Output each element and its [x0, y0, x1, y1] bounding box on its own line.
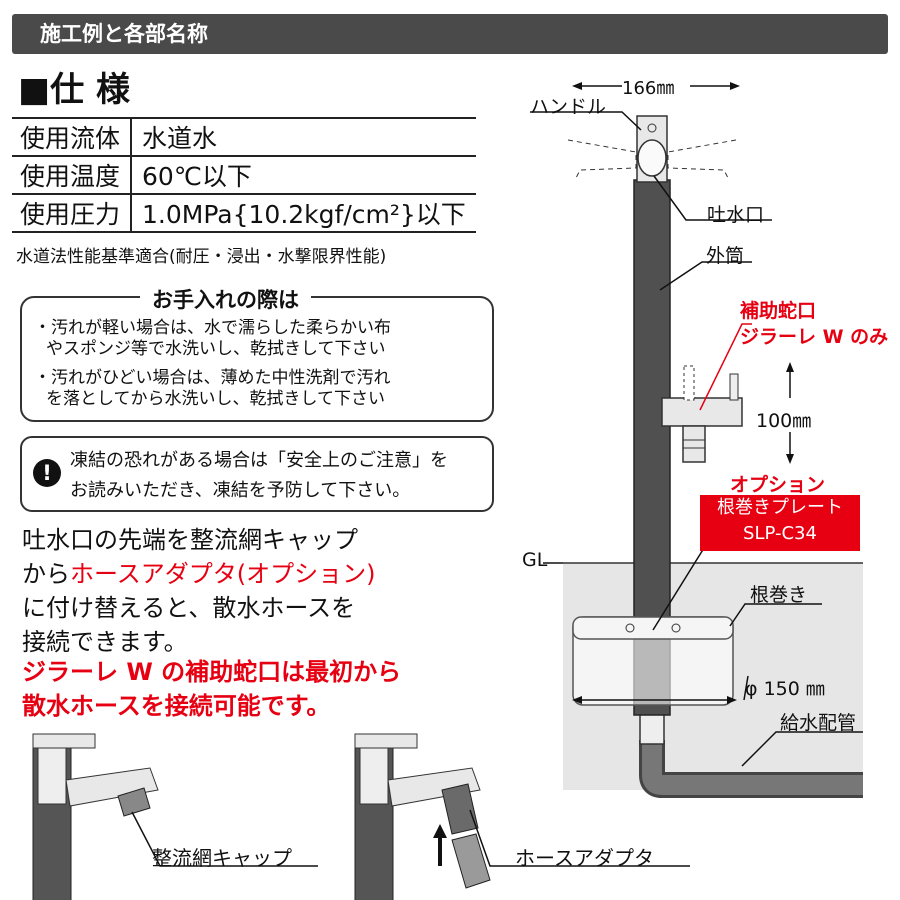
- faucet-body: [37, 747, 67, 805]
- arrow-icon: [786, 362, 794, 372]
- aux-handle: [729, 373, 739, 401]
- care-line: を落としてから水洗いし、乾拭きして下さい: [46, 389, 385, 409]
- leader-line: [530, 111, 642, 131]
- warning-icon: !: [33, 459, 61, 487]
- leader-line: [469, 809, 690, 867]
- arrow-icon: [727, 696, 737, 704]
- plate-code: SLP-C34: [743, 523, 817, 544]
- cap-icon: [117, 787, 151, 817]
- arrow-icon: [730, 82, 740, 90]
- care-line: やスポンジ等で水洗いし、乾拭きして下さい: [46, 339, 386, 359]
- handle-swing-right: [667, 139, 737, 179]
- care-item: ・汚れがひどい場合は、薄めた中性洗剤で汚れ を落としてから水洗いし、乾拭きして下…: [34, 368, 391, 410]
- spec-table: 使用流体 水道水 使用温度 60℃以下 使用圧力 1.0MPa{10.2kgf/…: [12, 117, 476, 233]
- leader-line-red: [699, 323, 752, 411]
- spec-value: 60℃以下: [130, 155, 476, 195]
- aux-spout: [682, 425, 706, 463]
- leader-line: [659, 261, 752, 291]
- description-text: から: [22, 560, 70, 588]
- description-line: 吐水口の先端を整流網キャップ: [22, 526, 358, 554]
- cap-callout: 整流網キャップ: [152, 846, 292, 870]
- warning-text: 凍結の恐れがある場合は「安全上のご注意」を お読みいただき、凍結を予防して下さい…: [70, 446, 448, 506]
- dim-side-label: 100㎜: [756, 410, 812, 432]
- care-line: ・汚れが軽い場合は、水で濡らした柔らかい布: [34, 318, 391, 338]
- adapter-callout: ホースアダプタ: [515, 846, 654, 870]
- note-line: 散水ホースを接続可能です。: [22, 692, 331, 720]
- header-bar: [12, 14, 888, 54]
- spec-row: 使用圧力 1.0MPa{10.2kgf/cm²}以下: [12, 193, 476, 233]
- spec-label: 使用流体: [12, 117, 133, 157]
- spec-value: 1.0MPa{10.2kgf/cm²}以下: [130, 193, 476, 233]
- option-label: オプション: [730, 474, 826, 496]
- spec-row: 使用温度 60℃以下: [12, 155, 476, 195]
- care-item: ・汚れが軽い場合は、水で濡らした柔らかい布 やスポンジ等で水洗いし、乾拭きして下…: [34, 318, 391, 360]
- faucet-spout: [65, 767, 159, 807]
- base-label: 根巻き: [750, 584, 808, 606]
- dim-top-label: 166㎜: [622, 78, 675, 99]
- aux-note-label: ジラーレ W のみ: [740, 326, 889, 348]
- aux-handle-dashed: [683, 365, 695, 401]
- aux-faucet-label: 補助蛇口: [740, 300, 817, 322]
- description-line: からホースアダプタ(オプション): [22, 557, 376, 591]
- screw-icon: [671, 623, 681, 633]
- handle-hub: [637, 139, 667, 177]
- handle-label: ハンドル: [530, 96, 607, 118]
- diameter-label: φ 150 ㎜: [745, 678, 825, 700]
- spec-heading: ■仕 様: [18, 70, 130, 110]
- handle-swing-left: [567, 139, 637, 179]
- leader-line: [131, 811, 318, 867]
- warning-box: [20, 436, 494, 512]
- spec-label: 使用温度: [12, 155, 133, 195]
- arrow-icon: [786, 454, 794, 464]
- leader-line: [653, 175, 772, 221]
- spec-label: 使用圧力: [12, 193, 133, 233]
- spec-row: 使用流体 水道水: [12, 117, 476, 157]
- pipe-fitting: [639, 711, 665, 745]
- note-line: ジラーレ W の補助蛇口は最初から: [22, 658, 402, 686]
- base-plate-top: [572, 616, 734, 640]
- leader-line: [741, 731, 863, 767]
- spout-label: 吐水口: [707, 204, 765, 226]
- faucet-spout: [387, 767, 481, 807]
- adapter-option-text: ホースアダプタ(オプション): [70, 560, 376, 588]
- plate-box: 根巻きプレート SLP-C34: [700, 495, 860, 551]
- description-line: に付け替えると、散水ホースを: [22, 594, 356, 622]
- supply-pipe-inner: [642, 740, 863, 795]
- leader-line: [652, 547, 705, 631]
- adapter-icon: [441, 783, 479, 835]
- spec-value: 水道水: [130, 117, 476, 157]
- leader-line: [743, 675, 749, 701]
- leader-line: [729, 603, 822, 627]
- gl-label: GL: [522, 549, 548, 571]
- arrow-icon: [572, 82, 582, 90]
- header-title: 施工例と各部名称: [40, 22, 208, 46]
- arrow-icon: [572, 696, 582, 704]
- hose-end-icon: [451, 833, 491, 889]
- faucet-body: [359, 747, 389, 805]
- faucet-handle: [32, 733, 96, 749]
- supply-pipe-label: 給水配管: [780, 712, 857, 734]
- care-title: お手入れの際は: [140, 284, 311, 314]
- plate-name: 根巻きプレート: [717, 497, 843, 518]
- arrow-up-icon: [433, 824, 447, 838]
- screw-icon: [625, 623, 635, 633]
- aux-faucet-body: [661, 397, 743, 427]
- warning-line: 凍結の恐れがある場合は「安全上のご注意」を: [70, 450, 448, 471]
- warning-line: お読みいただき、凍結を予防して下さい。: [70, 480, 411, 501]
- standard-text: 水道法性能基準適合(耐圧・浸出・水撃限界性能): [16, 247, 387, 267]
- description-line: 接続できます。: [22, 628, 188, 656]
- outer-tube-label: 外筒: [706, 245, 745, 267]
- screw-icon: [647, 123, 657, 133]
- care-line: ・汚れがひどい場合は、薄めた中性洗剤で汚れ: [34, 368, 391, 388]
- faucet-handle: [354, 733, 418, 749]
